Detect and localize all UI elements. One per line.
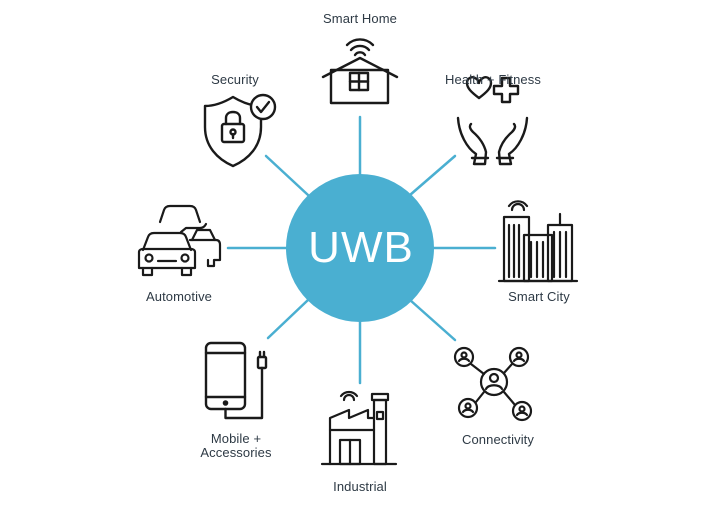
label-smart-home: Smart Home [323,11,397,26]
house-wifi-icon [321,38,399,105]
label-mobile-line1: Mobile + [210,431,262,446]
network-people-icon [453,346,533,422]
connector-security [264,154,310,197]
uwb-hub-circle [286,174,434,322]
label-industrial: Industrial [333,479,387,494]
factory-icon [320,390,398,466]
smartphone-charger-icon [204,341,268,420]
cars-icon [137,204,222,277]
hands-heart-cross-icon [456,76,529,166]
label-mobile-line2: Accessories [200,445,272,460]
label-health-fitness: Health + Fitness [445,72,541,87]
connector-mobile [266,298,310,340]
hub-label: UWB [308,223,414,272]
connector-connectivity [408,298,457,342]
connectors [226,115,497,385]
label-automotive: Automotive [145,289,213,304]
city-buildings-icon [497,200,579,283]
label-smart-city: Smart City [508,289,570,304]
label-connectivity: Connectivity [461,432,534,447]
label-security: Security [211,72,259,87]
shield-lock-check-icon [203,93,277,168]
connector-health-fitness [408,154,457,197]
